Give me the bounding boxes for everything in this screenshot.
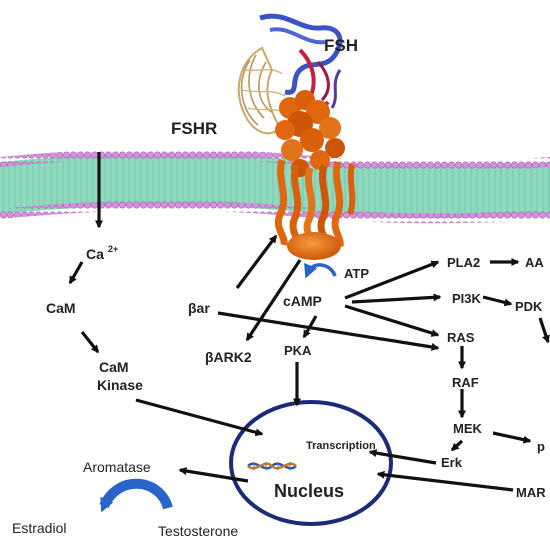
aa-label: AA — [525, 255, 544, 270]
arrow-camp-to-pi3k — [351, 293, 442, 304]
atp-to-camp-curved-arrow — [304, 262, 337, 279]
pla2-label: PLA2 — [447, 255, 480, 270]
beta-ar-label: βar — [188, 300, 210, 316]
arrow-camp-to-betaark2 — [245, 259, 302, 342]
dna-helix-icon — [247, 462, 297, 470]
testosterone-to-estradiol-arrow — [99, 478, 173, 513]
mar-label-cut: MAR — [516, 485, 546, 500]
beta-ark2-label: βARK2 — [205, 349, 252, 365]
arrow-camp-to-ras — [344, 304, 440, 337]
ras-label: RAS — [447, 330, 475, 345]
arrow-nucleus-to-aromatase — [178, 467, 249, 483]
cam-kinase-label-line2: Kinase — [97, 377, 143, 393]
pka-label: PKA — [284, 343, 312, 358]
nucleus-label: Nucleus — [274, 481, 344, 501]
arrow-betaar-to-ras — [217, 311, 440, 351]
arrow-camkinase-to-nucleus — [135, 398, 264, 437]
ca-superscript: 2+ — [108, 244, 118, 254]
pi3k-label: PI3K — [452, 291, 482, 306]
pathway-arrows — [68, 152, 550, 492]
transcription-label: Transcription — [306, 440, 376, 452]
ca-label: Ca — [86, 246, 104, 262]
arrow-ca-to-cam — [68, 261, 84, 285]
cell-membrane — [0, 148, 550, 224]
fshr-ectodomain — [237, 46, 287, 135]
cam-kinase-label-line1: CaM — [99, 359, 129, 375]
atp-label: ATP — [344, 266, 369, 281]
erk-label: Erk — [441, 455, 463, 470]
p-label-cut: p — [537, 439, 545, 454]
estradiol-label: Estradiol — [12, 520, 66, 536]
camp-label: cAMP — [283, 293, 322, 309]
raf-label: RAF — [452, 375, 479, 390]
fshr-label: FSHR — [171, 119, 217, 138]
arrow-camp-to-pla2 — [344, 260, 440, 300]
arrow-cam-to-camkinase — [80, 331, 100, 354]
cam-label: CaM — [46, 300, 76, 316]
pdk-label: PDK — [515, 299, 543, 314]
arrow-betaar-to-receptor — [235, 234, 278, 289]
arrow-mar-to-nucleus — [376, 470, 514, 492]
arrow-pdk-down — [538, 317, 550, 344]
testosterone-label: Testosterone — [158, 523, 238, 539]
arrow-erk-to-nucleus — [368, 449, 437, 465]
arrow-mek-to-p — [492, 431, 532, 444]
mek-label: MEK — [453, 421, 483, 436]
nucleus-outline — [229, 400, 393, 526]
g-protein — [287, 232, 341, 260]
aromatase-label: Aromatase — [83, 459, 151, 475]
arrow-mek-to-erk — [450, 439, 464, 452]
arrow-pi3k-to-pdk — [482, 295, 513, 307]
fsh-label: FSH — [324, 36, 358, 55]
